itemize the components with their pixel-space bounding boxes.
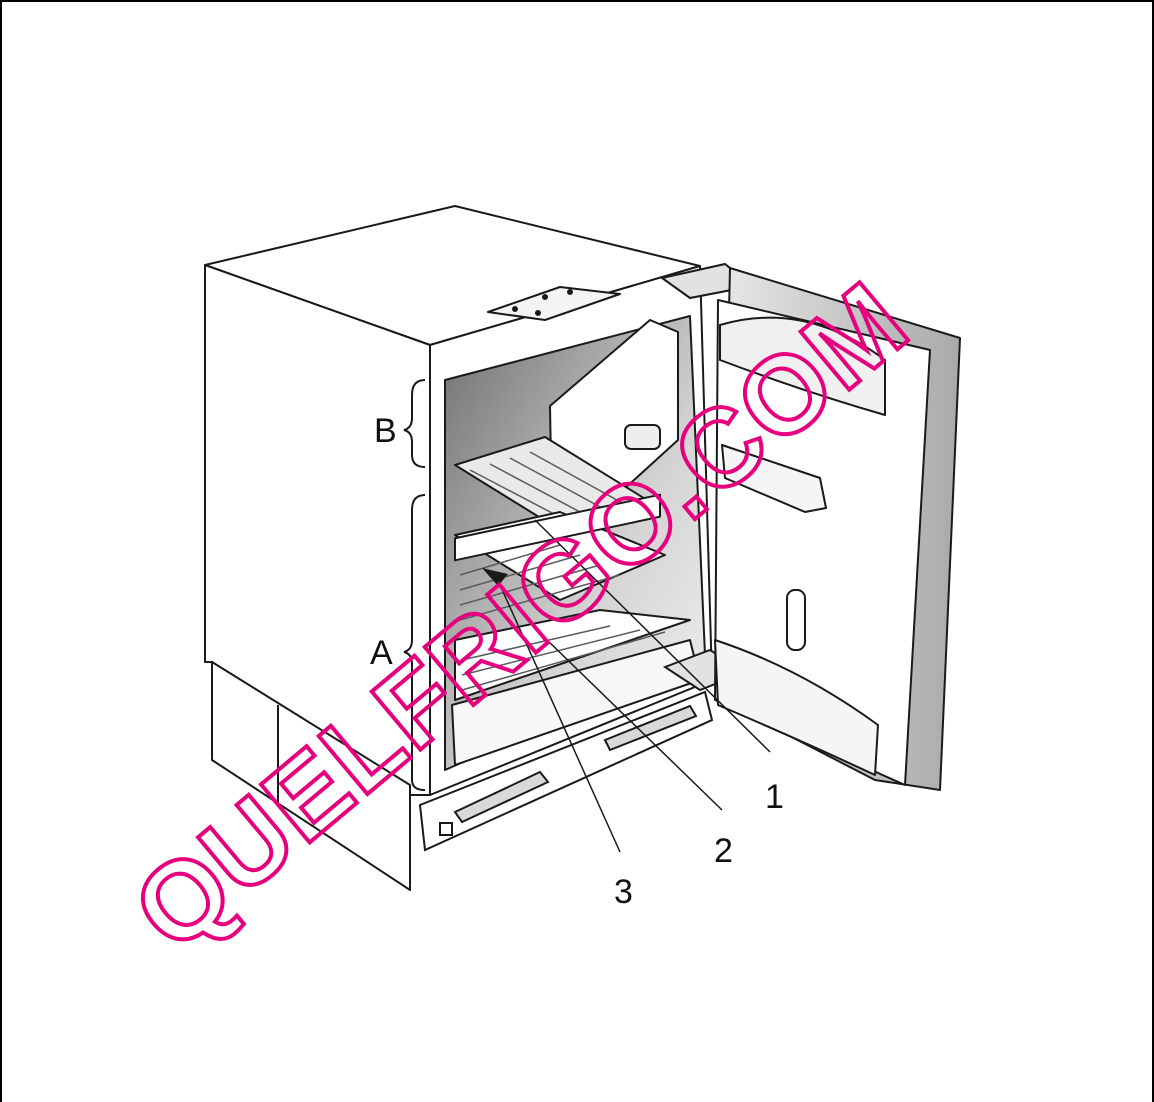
screw-mark: [535, 310, 541, 316]
kickplate: [418, 690, 714, 852]
kickplate-slot: [603, 704, 698, 752]
screw-mark: [512, 306, 518, 312]
airflow-arrow: [482, 568, 508, 586]
screw-mark: [567, 289, 573, 295]
shelf-middle-ribs: [459, 544, 621, 621]
door-bottle-rack: [714, 639, 879, 776]
interior: [444, 315, 706, 771]
door: [714, 267, 961, 791]
leader-line-1: [534, 519, 771, 753]
plinth: [211, 661, 411, 891]
leader-line-2: [544, 637, 723, 811]
switch-icon: [439, 822, 453, 836]
bracket-a: [403, 494, 426, 791]
kickplate-slot: [453, 770, 550, 824]
mounting-plate: [487, 286, 621, 321]
door-balcony-middle: [721, 444, 827, 513]
door-bottle-guide: [786, 589, 806, 651]
screw-mark: [542, 294, 548, 300]
leader-line-3: [499, 584, 621, 853]
shelf-lower-ribs: [461, 625, 666, 691]
zone-label-b: B: [374, 412, 397, 450]
door-balcony-top: [719, 316, 886, 416]
leader-lines: [499, 519, 771, 853]
thermostat-knob: [624, 424, 661, 450]
callout-label-2: 2: [714, 832, 733, 870]
shelf-middle-edge: [454, 493, 661, 562]
shelf-upper-ribs: [469, 451, 636, 526]
bracket-b: [403, 379, 426, 468]
callout-label-3: 3: [614, 873, 633, 911]
callout-label-1: 1: [765, 778, 784, 816]
zone-brackets: [403, 379, 426, 791]
zone-label-a: A: [370, 634, 393, 672]
